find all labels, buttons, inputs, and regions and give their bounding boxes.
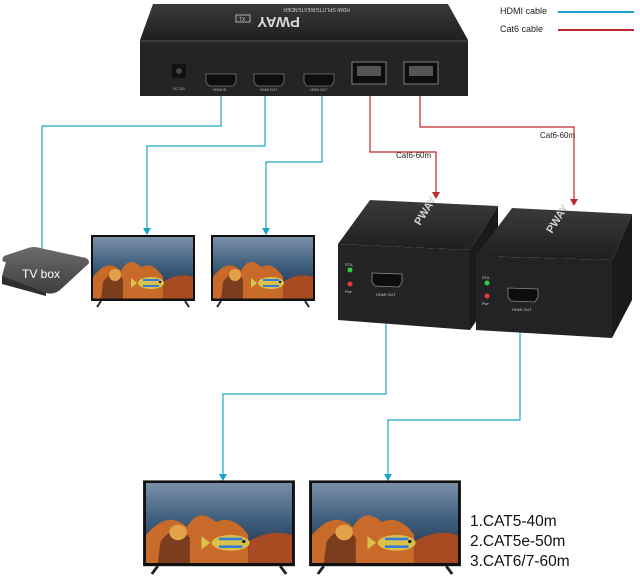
- legend-cat6: Cat6 cable: [500, 22, 636, 40]
- legend-cat6-label: Cat6 cable: [500, 24, 544, 34]
- hdmi-out1-port: [253, 73, 285, 87]
- receiver-2-pwr: Pwr: [482, 301, 490, 306]
- distance-list: 1.CAT5-40m 2.CAT5e-50m 3.CAT6/7-60m: [470, 512, 570, 572]
- splitter-badge: TX: [239, 17, 246, 23]
- cat6-cable-left: [369, 90, 437, 196]
- legend-cat6-line: [558, 29, 634, 31]
- tv-top-2: [211, 235, 315, 307]
- tv-bottom-2: [309, 480, 461, 574]
- receiver-2-hdmi-port: [507, 287, 539, 303]
- receiver-1-hdmi-label: HDMI OUT: [376, 292, 396, 297]
- port-label-hdmi-in: HDMI IN: [213, 88, 227, 92]
- splitter-model: HDMI SPLITTER/EXTENDER: [283, 6, 350, 12]
- receiver-1-pwr: Pwr: [345, 289, 353, 294]
- tv-box-label: TV box: [22, 267, 60, 281]
- receiver-2: PWAY STA Pwr HDMI OUT: [476, 202, 632, 338]
- tv-bottom-1: [143, 480, 295, 574]
- hdmi-cable-rx-right: [387, 330, 521, 478]
- hdmi-cable-tvbox: [41, 95, 222, 257]
- hdmi-cable-out1: [146, 95, 266, 232]
- port-label-dc: DC 12V: [173, 87, 186, 91]
- receiver-2-sta: STA: [482, 275, 490, 280]
- legend: HDMI cable Cat6 cable: [500, 4, 636, 40]
- port-label-hdmi-out1: HDMI OUT: [260, 88, 278, 92]
- hdmi-in-port: [205, 73, 237, 87]
- distance-cat5: 1.CAT5-40m: [470, 513, 557, 530]
- splitter-brand: PWAY: [257, 13, 300, 30]
- legend-hdmi-label: HDMI cable: [500, 6, 548, 16]
- distance-cat6: 3.CAT6/7-60m: [470, 553, 570, 570]
- port-label-hdmi-out2: HDMI OUT: [310, 88, 328, 92]
- hdmi-out2-port: [303, 73, 335, 87]
- receiver-1-sta: STA: [345, 262, 353, 267]
- tv-box: TV box: [2, 247, 89, 296]
- legend-hdmi: HDMI cable: [500, 4, 636, 22]
- distance-cat5e: 2.CAT5e-50m: [470, 533, 566, 550]
- hdmi-cable-out2: [265, 95, 323, 232]
- receiver-2-hdmi-label: HDMI OUT: [512, 307, 532, 312]
- tv-top-1: [91, 235, 195, 307]
- receiver-1-hdmi-port: [371, 272, 403, 288]
- cables: Cat6-60m Cat6-60m: [38, 90, 578, 481]
- cat6-left-label: Cat6-60m: [396, 151, 431, 160]
- cat6-cable-right: [419, 90, 575, 203]
- cat6-right-label: Cat6-60m: [540, 131, 575, 140]
- splitter-transmitter: PWAY HDMI SPLITTER/EXTENDER TX DC 12V: [140, 4, 468, 96]
- hdmi-cable-rx-left: [222, 316, 387, 478]
- legend-hdmi-line: [558, 11, 634, 13]
- receiver-1: PWAY STA Pwr HDMI OUT: [338, 194, 498, 330]
